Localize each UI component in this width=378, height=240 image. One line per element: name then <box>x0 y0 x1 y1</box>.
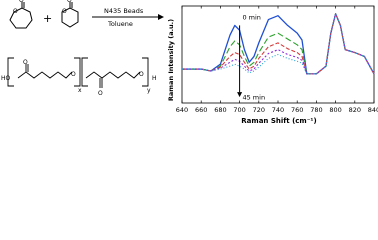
solvent-label: Toluene <box>107 20 133 28</box>
x-axis-label: Raman Shift (cm⁻¹) <box>241 117 316 125</box>
series-line-5 <box>182 13 375 75</box>
hydroxyl-end: HO <box>1 75 11 82</box>
subscript-x: x <box>78 87 82 94</box>
caprolactone-ring-oxygen: O <box>13 8 18 15</box>
valerolactone-structure <box>61 2 79 28</box>
raman-chart: Raman Intensity (a.u.) 640 660 680 700 720 74… <box>167 5 378 125</box>
x-tick-label: 720 <box>253 106 265 114</box>
polymer-ester-oxygen-2: O <box>139 71 144 78</box>
x-tick-label: 760 <box>291 106 303 114</box>
x-tick-label: 820 <box>349 106 361 114</box>
caprolactone-structure <box>9 2 33 29</box>
copolymer-structure <box>7 57 149 88</box>
x-tick-label: 660 <box>195 106 207 114</box>
x-tick-label: 800 <box>329 106 341 114</box>
x-tick-label: 680 <box>214 106 226 114</box>
series-line-2 <box>182 13 375 75</box>
y-axis-label: Raman Intensity (a.u.) <box>167 19 175 101</box>
valerolactone-oxygen: O <box>67 0 72 4</box>
x-tick-label: 640 <box>176 106 188 114</box>
caprolactone-oxygen: O <box>19 0 24 4</box>
x-tick-label: 740 <box>272 106 284 114</box>
series-line-4 <box>182 13 375 75</box>
reagent-label: N435 Beads <box>104 7 144 15</box>
annotation-1: 0 min <box>242 14 260 22</box>
annotation-2: 45 min <box>242 94 265 102</box>
time-arrow-head <box>237 92 243 98</box>
reaction-scheme: O O + O O N435 Beads Toluene HO O O x O … <box>1 0 164 97</box>
plus-sign: + <box>43 12 52 25</box>
subscript-y: y <box>147 87 151 94</box>
plot-area: 640 660 680 700 720 740 760 780 800 820 840 0 min 45… <box>176 5 378 114</box>
series-line-1 <box>182 13 375 75</box>
hydrogen-end: H <box>152 75 157 82</box>
x-tick-label: 700 <box>233 106 245 114</box>
polymer-ester-oxygen-1: O <box>71 71 76 78</box>
polymer-carbonyl-oxygen-1: O <box>23 59 28 66</box>
x-tick-label: 780 <box>310 106 322 114</box>
polymer-carbonyl-oxygen-2: O <box>98 90 103 97</box>
series-line-3 <box>182 13 375 75</box>
x-tick-label: 840 <box>368 106 378 114</box>
valerolactone-ring-oxygen: O <box>62 8 67 15</box>
reaction-arrow-head <box>158 14 164 20</box>
